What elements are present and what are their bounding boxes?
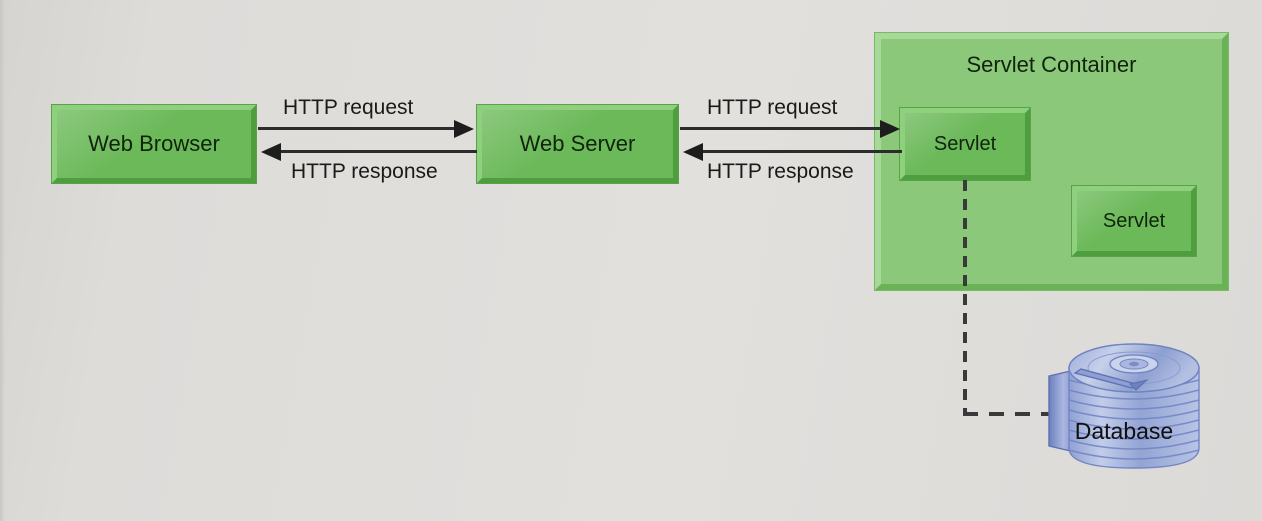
node-servlet-one[interactable]: Servlet xyxy=(900,108,1030,180)
node-web-server[interactable]: Web Server xyxy=(477,105,678,183)
edge-servlet-to-server-arrowhead xyxy=(683,143,703,161)
node-database[interactable]: Database xyxy=(1035,340,1213,485)
edge-browser-to-server-label: HTTP request xyxy=(283,96,414,119)
edge-servlet-to-server-label: HTTP response xyxy=(707,160,854,183)
edge-server-to-servlet-arrowhead xyxy=(880,120,900,138)
edge-server-to-browser-label: HTTP response xyxy=(291,160,438,183)
database-icon xyxy=(1048,343,1200,469)
edge-browser-to-server-line xyxy=(258,127,456,130)
node-web-server-label: Web Server xyxy=(519,130,636,156)
edge-servlet-to-database-horizontal xyxy=(963,412,1060,416)
edge-server-to-browser-line xyxy=(281,150,477,153)
edge-server-to-browser-arrowhead xyxy=(261,143,281,161)
node-servlet-two-label: Servlet xyxy=(1102,210,1166,232)
node-servlet-one-label: Servlet xyxy=(933,133,997,155)
edge-servlet-to-server-line xyxy=(703,150,902,153)
edge-server-to-servlet-line xyxy=(680,127,882,130)
edge-browser-to-server-arrowhead xyxy=(454,120,474,138)
node-servlet-container-label: Servlet Container xyxy=(966,52,1137,77)
node-servlet-two[interactable]: Servlet xyxy=(1072,186,1196,256)
node-web-browser-label: Web Browser xyxy=(88,130,220,156)
node-web-browser[interactable]: Web Browser xyxy=(52,105,256,183)
edge-server-to-servlet-label: HTTP request xyxy=(707,96,838,119)
edge-servlet-to-database-vertical xyxy=(963,180,967,416)
